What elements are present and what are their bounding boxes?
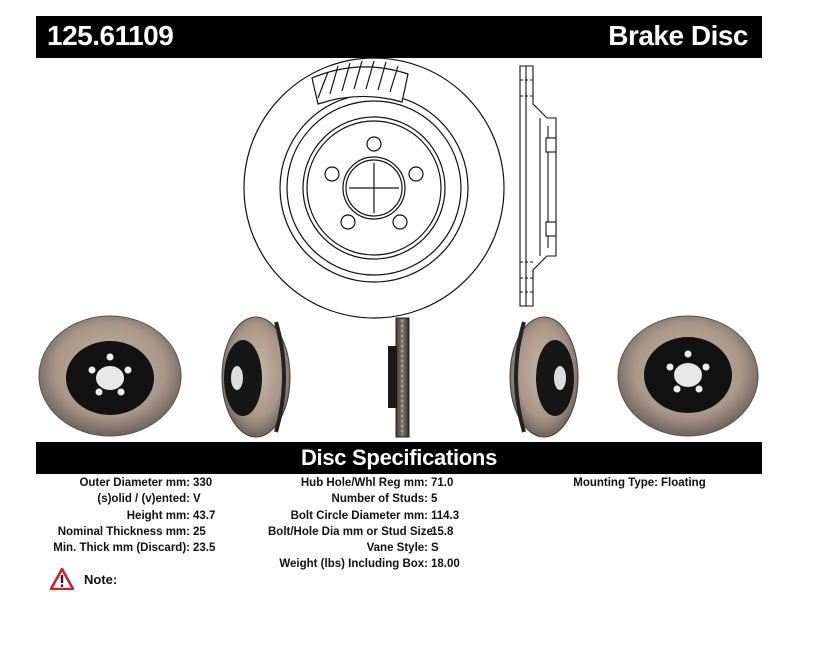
specs-column-3: Mounting Type:Floating	[548, 475, 706, 491]
spec-label: Bolt Circle Diameter mm:	[290, 509, 428, 522]
spec-value: 15.8	[431, 525, 454, 538]
spec-value: V	[193, 493, 201, 506]
spec-row-bolt-circle: Bolt Circle Diameter mm:114.3	[268, 508, 460, 524]
spec-label: Weight (lbs) Including Box:	[279, 558, 428, 571]
spec-value: 71.0	[431, 477, 454, 489]
spec-row-hub-hole: Hub Hole/Whl Reg mm:71.0	[268, 475, 460, 491]
spec-value: 5	[431, 493, 438, 506]
side-profile-drawing	[519, 65, 557, 307]
spec-value: 330	[193, 477, 213, 489]
spec-row-vane-style: Vane Style:S	[268, 540, 460, 556]
spec-value: 114.3	[431, 509, 460, 522]
spec-row-height: Height mm:43.7	[40, 508, 216, 524]
note-section: Note:	[50, 568, 117, 590]
spec-label: Mounting Type:	[573, 477, 658, 489]
specs-column-1: Outer Diameter mm:330 (s)olid / (v)ented…	[40, 475, 215, 556]
photo-front-view	[38, 315, 182, 437]
spec-row-mounting-type: Mounting Type:Floating	[548, 475, 706, 491]
spec-row-outer-diameter: Outer Diameter mm:330	[40, 475, 215, 491]
spec-value: Floating	[661, 477, 706, 489]
specifications-header: Disc Specifications	[36, 442, 762, 474]
part-number: 125.61109	[47, 20, 174, 51]
spec-label: Number of Studs:	[331, 493, 428, 506]
specs-column-2: Hub Hole/Whl Reg mm:71.0 Number of Studs…	[268, 475, 460, 573]
spec-value: 18.00	[431, 558, 460, 571]
spec-row-bolt-hole-dia: Bolt/Hole Dia mm or Stud Size:15.8	[268, 524, 460, 540]
photo-back-view	[617, 315, 759, 437]
front-view-drawing	[243, 57, 505, 319]
photo-edge-view	[388, 317, 410, 438]
specifications-title: Disc Specifications	[300, 445, 498, 470]
photo-angled-right-view	[509, 316, 579, 438]
spec-row-weight: Weight (lbs) Including Box:18.00	[268, 556, 460, 572]
spec-value: 23.5	[193, 542, 216, 555]
spec-value: S	[431, 542, 439, 555]
product-type: Brake Disc	[608, 20, 748, 51]
title-bar: 125.61109 Brake Disc	[36, 16, 762, 58]
spec-label: Min. Thick mm (Discard):	[53, 542, 190, 555]
spec-label: Vane Style:	[366, 542, 428, 555]
spec-label: (s)olid / (v)ented:	[97, 493, 190, 506]
spec-row-nominal-thickness: Nominal Thickness mm:25	[40, 524, 215, 540]
photo-angled-left-view	[221, 316, 291, 438]
spec-row-solid-vented: (s)olid / (v)ented:V	[40, 491, 215, 507]
spec-label: Outer Diameter mm:	[79, 477, 190, 489]
spec-label: Nominal Thickness mm:	[57, 525, 190, 538]
warning-triangle-icon	[50, 568, 74, 590]
spec-label: Height mm:	[126, 509, 190, 522]
spec-value: 25	[193, 525, 206, 538]
spec-label: Bolt/Hole Dia mm or Stud Size:	[268, 525, 437, 538]
spec-value: 43.7	[193, 509, 216, 522]
note-label: Note:	[84, 571, 118, 587]
spec-row-number-of-studs: Number of Studs:5	[268, 491, 460, 507]
spec-row-min-thickness: Min. Thick mm (Discard):23.5	[40, 540, 215, 556]
spec-label: Hub Hole/Whl Reg mm:	[300, 477, 428, 489]
brake-disc-drawings	[38, 57, 759, 438]
